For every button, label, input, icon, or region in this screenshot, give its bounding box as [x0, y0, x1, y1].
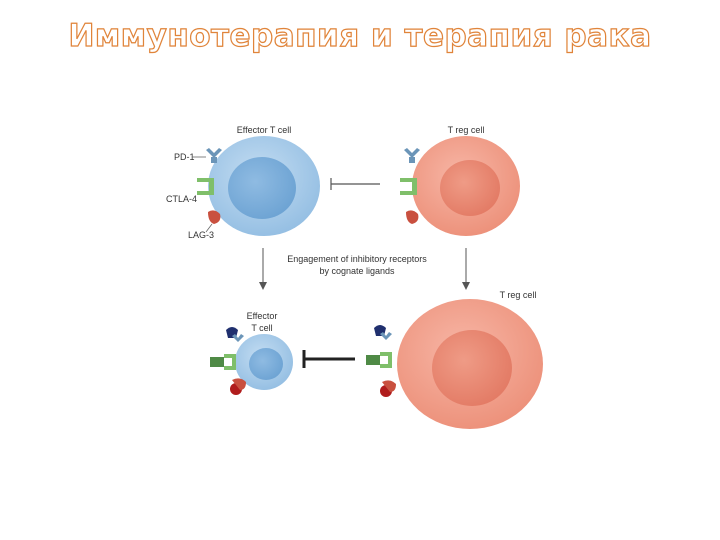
middle-caption-line2: by cognate ligands [319, 266, 395, 276]
down-arrow-left [259, 248, 267, 290]
lag3-receptor-icon [205, 210, 221, 233]
top-effector-label: Effector T cell [237, 125, 292, 135]
bottom-treg-pd1-ligand-icon [374, 325, 392, 340]
top-treg-lag3-icon [406, 210, 419, 224]
top-effector-t-cell [208, 136, 320, 236]
pd1-receptor-icon [192, 148, 222, 163]
bottom-effector-lag3-ligand-icon [230, 378, 246, 395]
bottom-effector-t-cell [235, 334, 293, 390]
top-treg-pd1-icon [404, 148, 420, 163]
ctla4-label: CTLA-4 [166, 194, 197, 204]
bottom-effector-label-line1: Effector [247, 311, 278, 321]
pd1-label: PD-1 [174, 152, 195, 162]
top-treg-cell [412, 136, 520, 236]
bottom-inhibition-arrow [302, 350, 355, 368]
bottom-effector-pd1-ligand-icon [226, 327, 244, 342]
down-arrow-right [462, 248, 470, 290]
top-treg-ctla4-icon [400, 178, 417, 195]
bottom-effector-ctla4-ligand-icon [210, 354, 236, 370]
bottom-effector-label-line2: T cell [251, 323, 272, 333]
slide-title: Иммунотерапия и терапия рака [68, 17, 652, 54]
bottom-treg-lag3-ligand-icon [380, 380, 396, 397]
ctla4-receptor-icon [197, 178, 214, 195]
bottom-treg-cell [397, 299, 543, 429]
middle-caption-line1: Engagement of inhibitory receptors [287, 254, 427, 264]
bottom-treg-label: T reg cell [500, 290, 537, 300]
bottom-treg-ctla4-ligand-icon [366, 352, 392, 368]
top-treg-label: T reg cell [448, 125, 485, 135]
lag3-label: LAG-3 [188, 230, 214, 240]
top-inhibition-arrow [330, 178, 380, 190]
